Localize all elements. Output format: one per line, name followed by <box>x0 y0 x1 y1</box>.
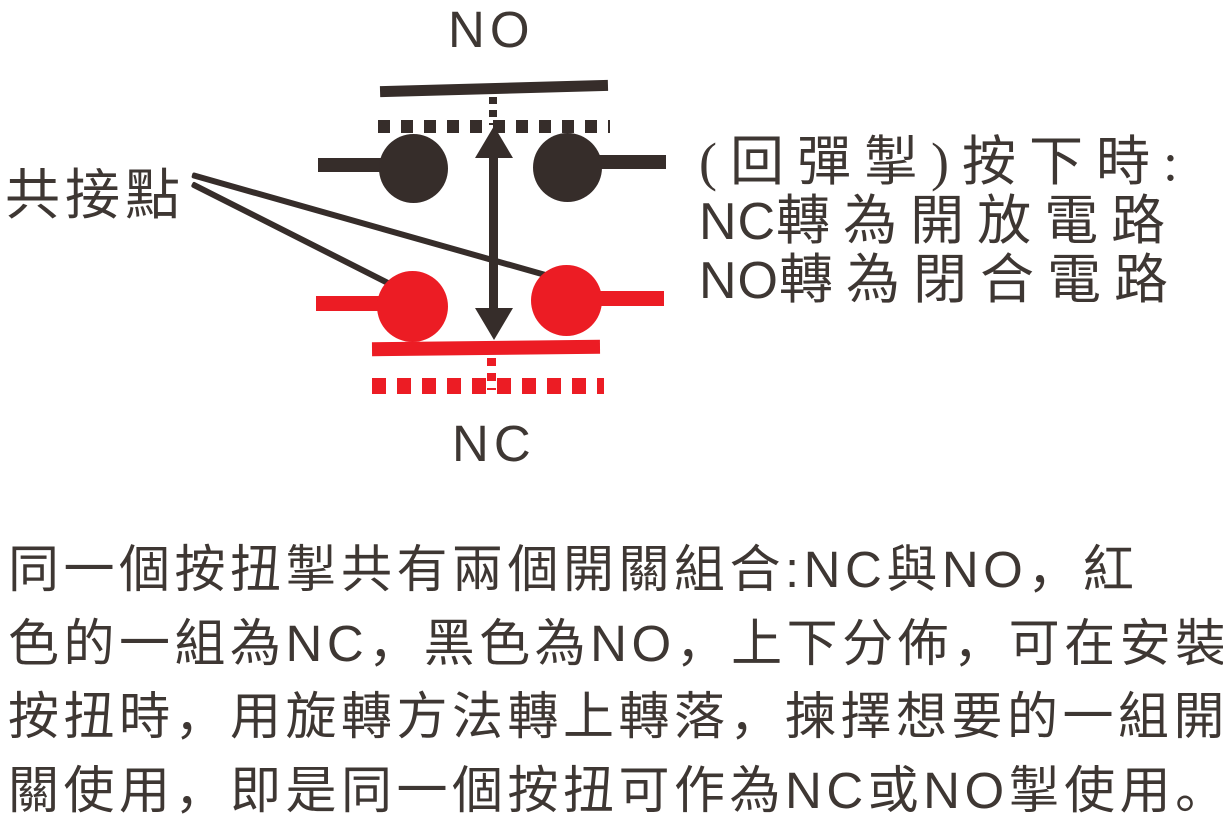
note-line-no: NO轉為閉合電路 <box>699 250 1223 311</box>
paragraph-line-3: 按扭時，用旋轉方法轉上轉落，揀擇想要的一組開 <box>8 688 1223 745</box>
nc-center-dotted-segment <box>487 358 496 390</box>
no-right-terminal-wire <box>599 155 666 169</box>
no-contact-plate-bar <box>379 79 609 98</box>
note-line-nc: NC轉為開放電路 <box>699 191 1223 252</box>
note-line2-text: 轉為開放電路 <box>776 191 1179 251</box>
nc-contact-label: NC <box>452 415 536 472</box>
no-contact-label: NO <box>448 1 535 58</box>
nc-right-terminal-wire <box>598 291 664 306</box>
nc-right-contact-dot <box>531 265 602 336</box>
paragraph-line-4: 關使用，即是同一個按扭可作為NC或NO掣使用。 <box>8 761 1223 819</box>
no-right-contact-dot <box>533 133 602 202</box>
common-contact-leader-line-right <box>191 172 568 284</box>
no-left-terminal-wire <box>318 158 384 172</box>
common-contact-label: 共接點 <box>5 165 186 226</box>
no-center-dotted-segment <box>489 97 497 125</box>
no-left-contact-dot <box>379 134 448 203</box>
nc-contact-plate-bar <box>371 339 601 357</box>
paragraph-line-2: 色的一組為NC，黑色為NO，上下分佈，可在安裝 <box>8 614 1223 672</box>
nc-left-contact-dot <box>377 271 448 342</box>
note-line-press: (回彈掣)按下時: <box>699 133 1223 192</box>
note-line3-no: NO <box>699 252 779 310</box>
nc-left-terminal-wire <box>316 296 380 311</box>
note-line3-text: 轉為閉合電路 <box>779 250 1181 310</box>
momentary-behavior-note: (回彈掣)按下時: NC轉為開放電路 NO轉為閉合電路 <box>699 133 1223 311</box>
explanation-paragraph: 同一個按扭掣共有兩個開關組合:NC與NO，紅 色的一組為NC，黑色為NO，上下分… <box>8 533 1223 827</box>
arrow-down-head <box>475 308 513 340</box>
note-line2-nc: NC <box>699 193 777 251</box>
arrow-shaft <box>489 152 498 314</box>
common-contact-leader-line-left <box>190 181 413 298</box>
paragraph-line-1: 同一個按扭掣共有兩個開關組合:NC與NO，紅 <box>8 541 1139 598</box>
nc-dotted-travel-line <box>372 378 604 394</box>
note-line1-text: (回彈掣)按下時: <box>699 132 1191 192</box>
